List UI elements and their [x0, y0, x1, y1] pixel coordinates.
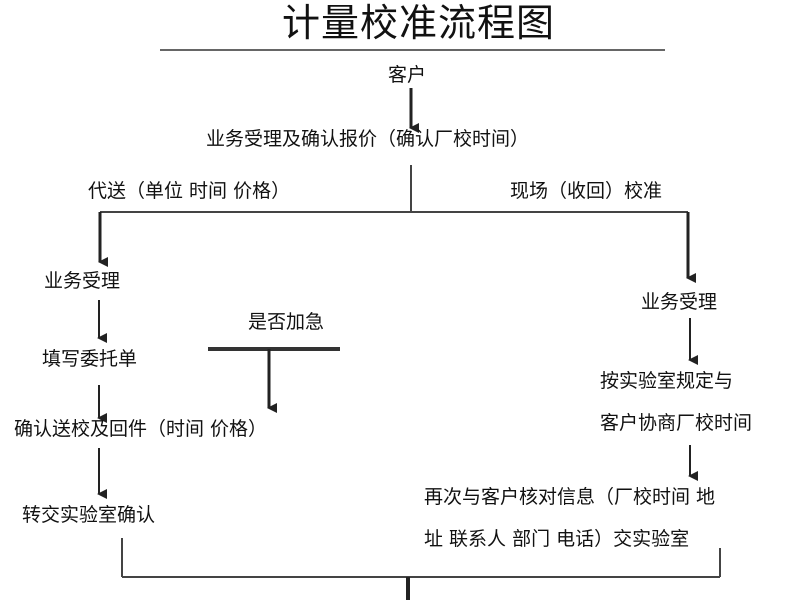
branch-label-send: 代送（单位 时间 价格）: [88, 180, 291, 202]
node-transfer-lab: 转交实验室确认: [22, 504, 156, 526]
node-right-accept: 业务受理: [641, 291, 718, 313]
node-customer: 客户: [388, 64, 427, 86]
node-left-accept: 业务受理: [44, 270, 121, 292]
node-fill-form: 填写委托单: [42, 348, 138, 370]
node-reconfirm-line1: 再次与客户核对信息（厂校时间 地: [424, 486, 716, 508]
node-negotiate-line2: 客户协商厂校时间: [600, 412, 753, 434]
node-negotiate-line1: 按实验室规定与: [600, 370, 734, 392]
node-confirm-send: 确认送校及回件（时间 价格）: [14, 418, 268, 440]
node-reconfirm-line2: 址 联系人 部门 电话）交实验室: [424, 528, 690, 550]
branch-label-onsite: 现场（收回）校准: [510, 180, 663, 202]
diagram-title: 计量校准流程图: [282, 1, 556, 45]
node-accept-quote: 业务受理及确认报价（确认厂校时间）: [206, 128, 530, 150]
node-urgent: 是否加急: [248, 311, 325, 333]
